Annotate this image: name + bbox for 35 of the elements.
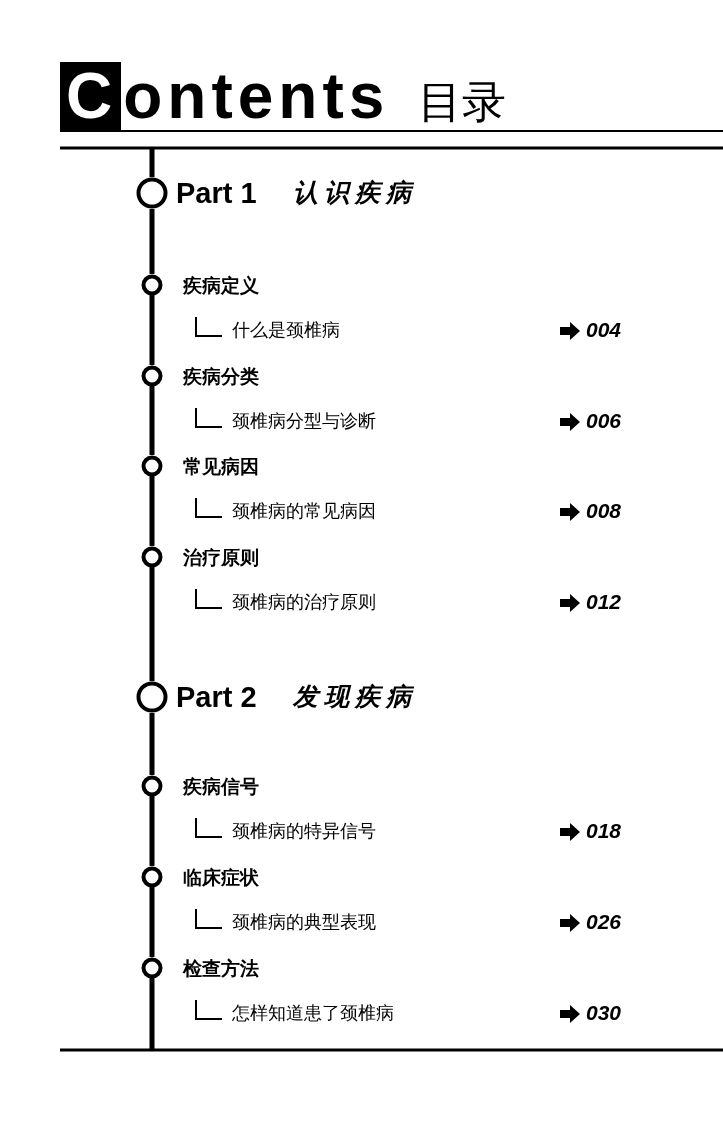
timeline-line (149, 844, 155, 866)
page-number: 026 (586, 910, 622, 934)
page-number: 012 (586, 590, 622, 614)
section-heading: 常见病因 (183, 455, 259, 477)
section-heading: 疾病定义 (183, 274, 259, 296)
page-number: 030 (586, 1001, 622, 1025)
timeline-line (149, 434, 155, 455)
part-title: 发现疾病 (293, 681, 417, 713)
section-heading: 临床症状 (183, 866, 259, 888)
subsection-title: 什么是颈椎病 (232, 319, 340, 341)
subsection-title: 颈椎病的治疗原则 (232, 591, 376, 613)
timeline-line (149, 524, 155, 546)
section-heading: 疾病信号 (183, 775, 259, 797)
title-chinese: 目录 (418, 77, 506, 127)
subsection-title: 颈椎病的常见病因 (232, 500, 376, 522)
section-heading: 治疗原则 (183, 546, 259, 568)
page-number: 004 (586, 318, 622, 342)
subsection-title: 颈椎病的典型表现 (232, 911, 376, 933)
timeline-line (149, 343, 155, 365)
timeline-line (149, 935, 155, 957)
page-number: 006 (586, 409, 622, 433)
part-title: 认识疾病 (293, 177, 417, 209)
subsection-title: 颈椎病分型与诊断 (232, 410, 376, 432)
part-number: Part 1 (176, 177, 257, 209)
timeline-line (149, 615, 155, 681)
section-heading: 疾病分类 (183, 365, 259, 387)
timeline-line (149, 209, 155, 274)
page-number: 008 (586, 499, 622, 523)
subsection-title: 颈椎病的特异信号 (232, 820, 376, 842)
title: Contents (60, 62, 390, 130)
subsection-title: 怎样知道患了颈椎病 (232, 1002, 394, 1024)
part-number: Part 2 (176, 681, 257, 713)
timeline-line (149, 713, 155, 775)
section-heading: 检查方法 (183, 957, 259, 979)
page-number: 018 (586, 819, 622, 843)
